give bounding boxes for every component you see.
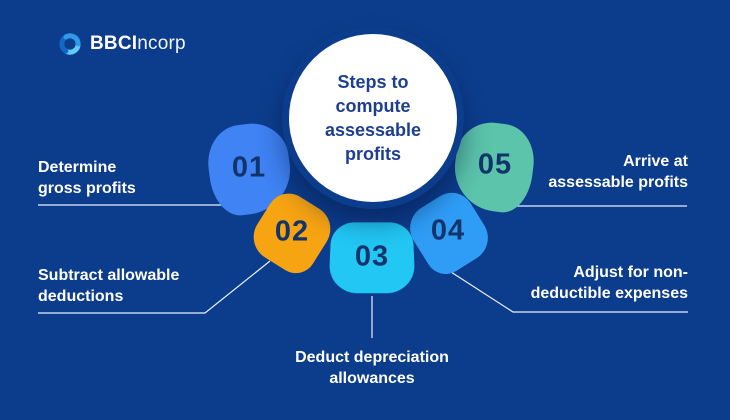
step-02-label: Subtract allowable deductions (38, 265, 179, 307)
step-05-label-line-2: assessable profits (548, 174, 688, 191)
swirl-ring-icon (57, 31, 83, 57)
brand-name-light: ncorp (137, 33, 186, 54)
connector-line-02 (38, 260, 271, 314)
step-02-label-line-2: deductions (38, 288, 124, 305)
center-circle: Steps to compute assessable profits (289, 34, 457, 202)
step-03-label: Deduct depreciation allowances (270, 347, 474, 389)
diagram-title-line-3: assessable (324, 120, 422, 140)
diagram-title-line-4: profits (345, 144, 401, 164)
step-04-label: Adjust for non- deductible expenses (531, 262, 688, 304)
step-05-label-line-1: Arrive at (623, 153, 688, 170)
step-03-label-line-2: allowances (329, 370, 415, 387)
step-05-number: 05 (477, 148, 513, 181)
diagram-title-line-1: Steps to (337, 72, 409, 92)
connector-line-04 (450, 271, 688, 313)
step-02-number: 02 (274, 215, 310, 248)
step-01-label-line-1: Determine (38, 159, 117, 176)
step-03-label-line-1: Deduct depreciation (295, 349, 449, 366)
step-02-label-line-1: Subtract allowable (38, 267, 180, 284)
diagram-title: Steps to compute assessable profits (325, 70, 421, 166)
step-03-number: 03 (354, 240, 390, 273)
step-01-label: Determine gross profits (38, 157, 136, 199)
step-01-number: 01 (231, 151, 267, 184)
step-01-label-line-2: gross profits (38, 180, 136, 197)
step-04-number: 04 (430, 214, 466, 247)
step-04-label-line-2: deductible expenses (530, 285, 688, 302)
step-05-label: Arrive at assessable profits (548, 151, 688, 193)
diagram-title-line-2: compute (335, 96, 411, 116)
brand-name: BBCIncorp (90, 33, 186, 55)
step-04-label-line-1: Adjust for non- (573, 264, 688, 281)
brand-logo: BBCIncorp (57, 31, 186, 57)
brand-name-bold: BBCI (90, 33, 138, 54)
